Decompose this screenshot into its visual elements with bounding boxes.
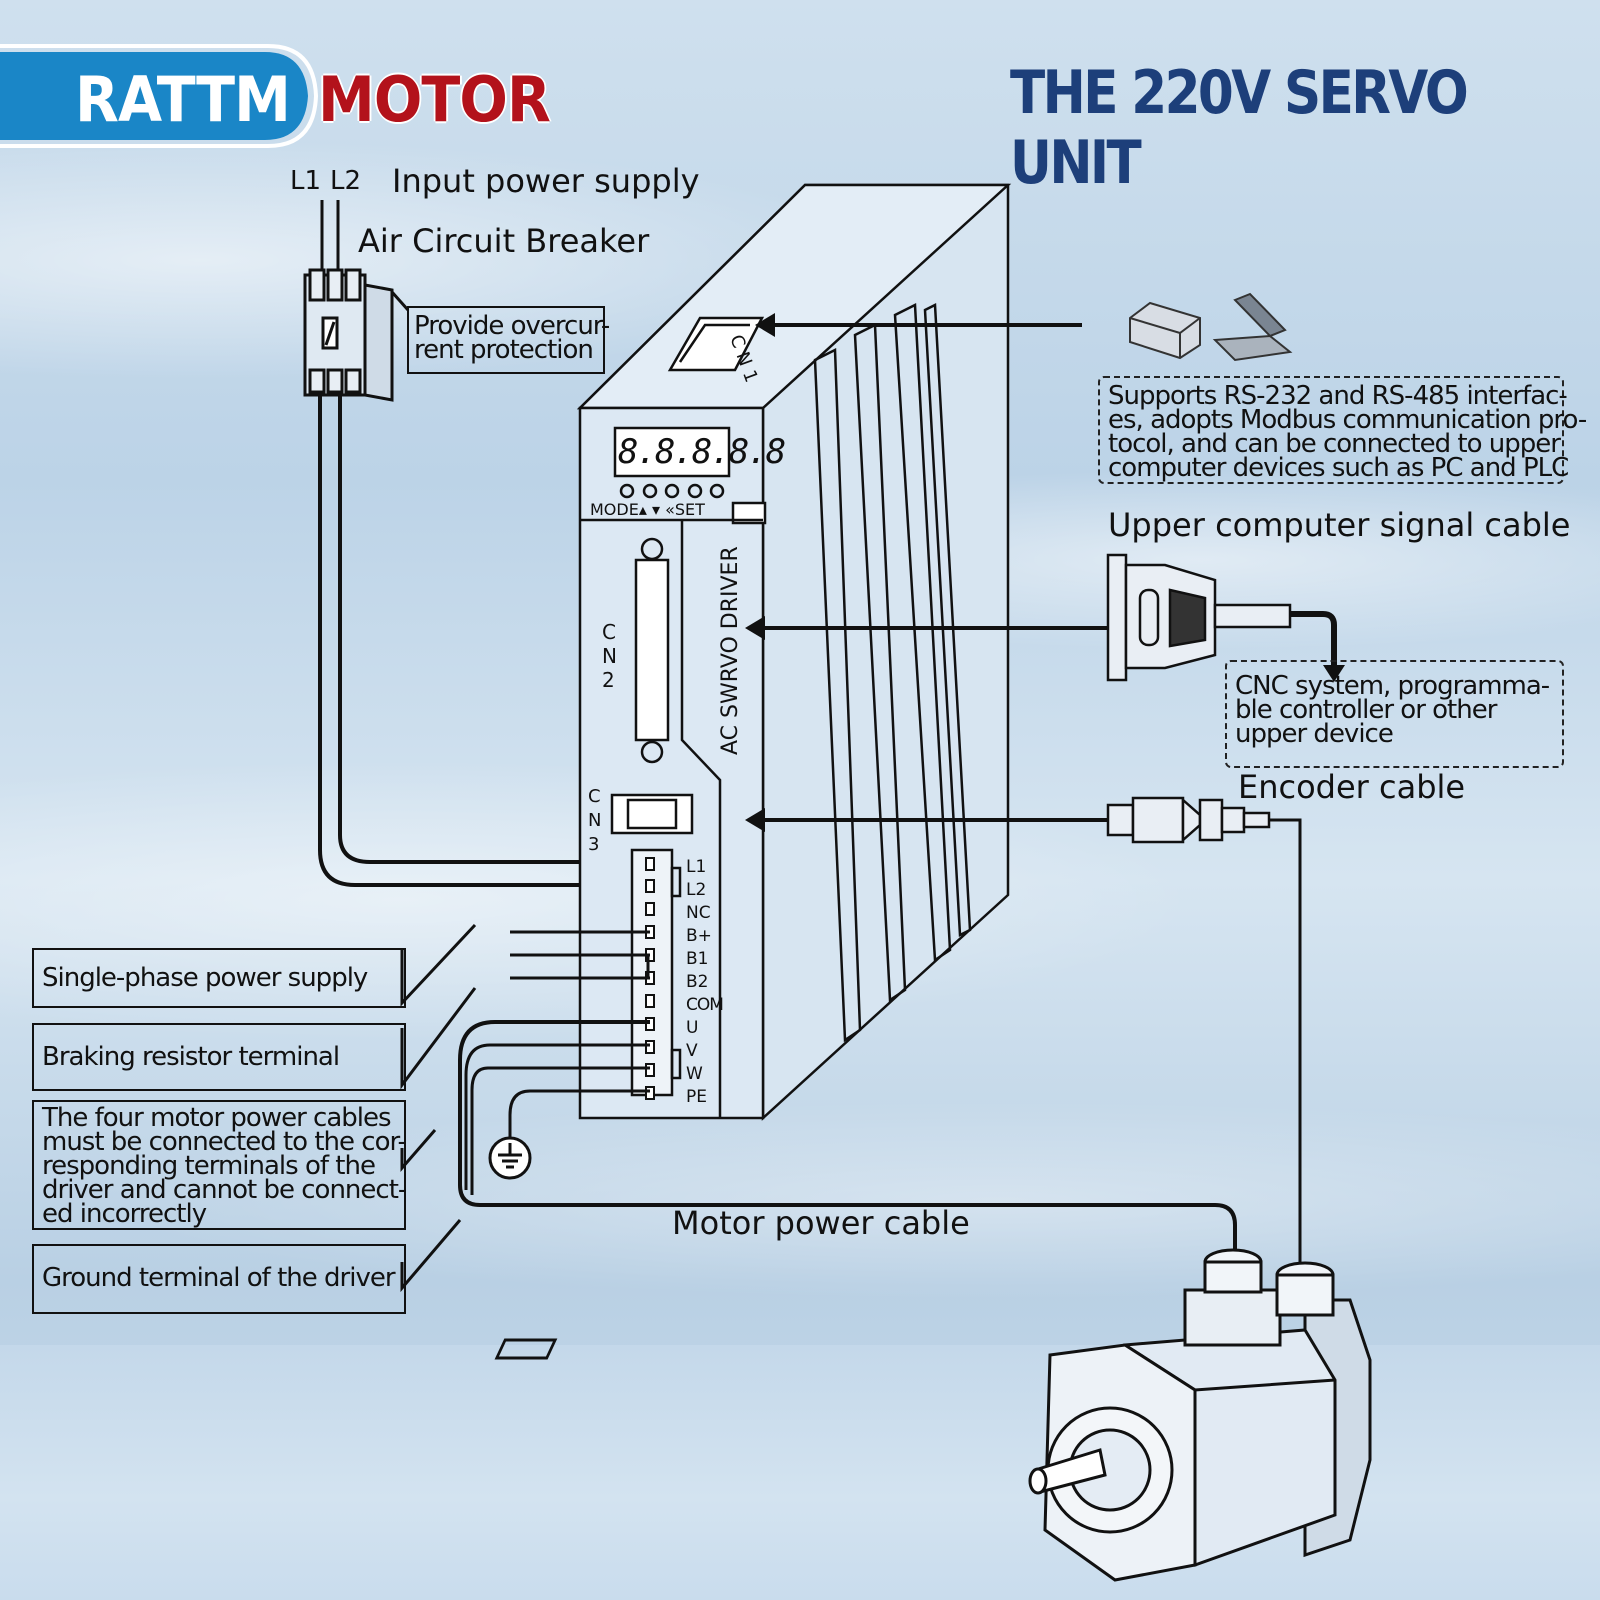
ground-symbol bbox=[488, 1136, 532, 1180]
rs-note-line-1: Supports RS-232 and RS-485 interfac- bbox=[1108, 381, 1568, 411]
brand-banner bbox=[0, 52, 308, 140]
four-cables-line-3: responding terminals of the bbox=[42, 1151, 376, 1181]
rs-protocol-note: Supports RS-232 and RS-485 interfac- es,… bbox=[1098, 376, 1587, 484]
terminal-b1: B1 bbox=[686, 949, 709, 969]
comm-devices bbox=[1129, 292, 1293, 362]
label-air-breaker: Air Circuit Breaker bbox=[358, 222, 650, 260]
rs-note-line-3: tocol, and can be connected to upper bbox=[1108, 429, 1561, 459]
ground-text: Ground terminal of the driver bbox=[42, 1263, 396, 1293]
driver-name: AC SWRVO DRIVER bbox=[718, 546, 743, 755]
cnc-note-line-1: CNC system, programma- bbox=[1235, 671, 1550, 701]
cn2-2: 2 bbox=[602, 668, 615, 692]
four-cables-line-1: The four motor power cables bbox=[42, 1103, 392, 1133]
driver-display: 8.8.8.8.8 bbox=[618, 432, 786, 472]
single-phase-callout: Single-phase power supply bbox=[32, 948, 406, 1008]
terminal-w: W bbox=[686, 1064, 703, 1084]
label-l2: L2 bbox=[330, 166, 362, 196]
rs-note-line-2: es, adopts Modbus communication pro- bbox=[1108, 405, 1587, 435]
terminal-pe: PE bbox=[686, 1087, 707, 1107]
brand-name-part2: MOTOR bbox=[318, 63, 551, 136]
cn3-n: N bbox=[588, 810, 602, 831]
terminal-com: COM bbox=[686, 995, 724, 1015]
terminal-v: V bbox=[686, 1041, 698, 1061]
air-circuit-breaker bbox=[303, 268, 394, 402]
label-l1: L1 bbox=[290, 166, 322, 196]
cnc-note: CNC system, programma- ble controller or… bbox=[1225, 660, 1564, 768]
wire-l1-down bbox=[318, 395, 650, 887]
cn3-3: 3 bbox=[588, 834, 600, 855]
label-encoder-cable: Encoder cable bbox=[1238, 768, 1466, 806]
cnc-note-line-3: upper device bbox=[1235, 719, 1394, 749]
wire-v bbox=[464, 1043, 650, 1190]
terminal-b2: B2 bbox=[686, 972, 709, 992]
rs-note-line-4: computer devices such as PC and PLC bbox=[1108, 453, 1569, 483]
label-cn3: C N 3 bbox=[588, 785, 604, 857]
four-cables-callout: The four motor power cables must be conn… bbox=[32, 1100, 407, 1230]
terminal-nc: NC bbox=[686, 903, 711, 923]
label-upper-signal-cable: Upper computer signal cable bbox=[1108, 506, 1571, 544]
single-phase-text: Single-phase power supply bbox=[42, 963, 368, 993]
label-input-power: Input power supply bbox=[392, 162, 700, 200]
terminal-l2: L2 bbox=[686, 880, 707, 900]
terminal-u: U bbox=[686, 1018, 699, 1038]
label-cn2: C N 2 bbox=[602, 620, 618, 692]
wire-l2-down bbox=[338, 395, 650, 864]
brand-name-part1: RATTM bbox=[75, 63, 291, 136]
four-cables-line-5: ed incorrectly bbox=[42, 1199, 207, 1229]
page-title: THE 220V SERVO UNIT bbox=[1010, 58, 1469, 198]
four-cables-line-2: must be connected to the cor- bbox=[42, 1127, 407, 1157]
overcurrent-line-1: Provide overcur- bbox=[414, 311, 610, 341]
ground-callout: Ground terminal of the driver bbox=[32, 1244, 406, 1314]
braking-text: Braking resistor terminal bbox=[42, 1042, 340, 1072]
cn2-n: N bbox=[602, 644, 617, 668]
overcurrent-line-2: rent protection bbox=[414, 335, 594, 365]
cn3-c: C bbox=[588, 786, 601, 807]
wire-w bbox=[470, 1066, 650, 1195]
braking-callout: Braking resistor terminal bbox=[32, 1023, 406, 1091]
four-cables-line-4: driver and cannot be connect- bbox=[42, 1175, 407, 1205]
overcurrent-callout: Provide overcur- rent protection bbox=[407, 306, 610, 374]
servo-motor bbox=[494, 1248, 1372, 1582]
terminal-l1: L1 bbox=[686, 857, 707, 877]
cn2-c: C bbox=[602, 620, 616, 644]
dsub-connector bbox=[1106, 553, 1292, 682]
brand-banner-edge bbox=[0, 44, 319, 148]
wire-pe bbox=[508, 1089, 650, 1140]
driver-buttons-label: MODE▴ ▾ «SET bbox=[590, 500, 705, 519]
cnc-note-line-2: ble controller or other bbox=[1235, 695, 1497, 725]
servo-driver-body bbox=[576, 183, 1012, 1121]
wire-u bbox=[458, 1020, 1237, 1255]
encoder-connector bbox=[1106, 796, 1271, 844]
terminal-bplus: B+ bbox=[686, 926, 712, 946]
label-motor-power-cable: Motor power cable bbox=[672, 1204, 970, 1242]
